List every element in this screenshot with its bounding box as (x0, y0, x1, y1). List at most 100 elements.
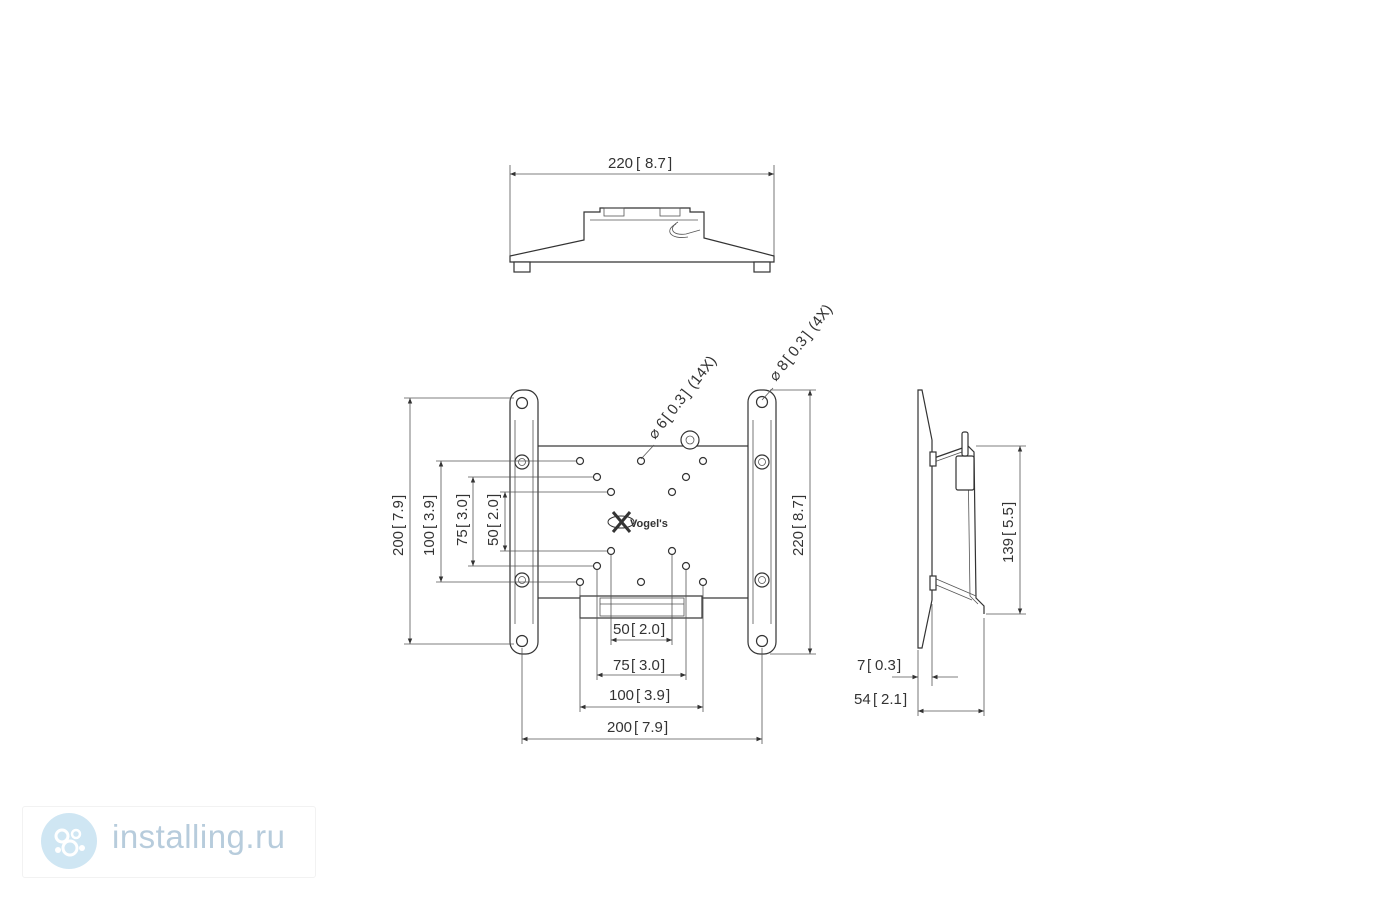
svg-text:[: [ (1000, 531, 1017, 536)
svg-text:]: ] (661, 621, 665, 638)
front-left-bottom-hole (515, 634, 529, 648)
svg-text:]: ] (1000, 502, 1017, 506)
svg-text:]: ] (454, 494, 471, 498)
svg-text:[: [ (634, 719, 639, 736)
front-left-upper-bolt (514, 454, 530, 470)
plate-hole (681, 561, 691, 571)
svg-text:8.7: 8.7 (790, 500, 807, 521)
svg-text:]: ] (661, 657, 665, 674)
plate-hole (667, 546, 677, 556)
svg-text:[: [ (873, 691, 878, 708)
plate-hole (681, 472, 691, 482)
plate-hole (698, 577, 708, 587)
svg-text:139: 139 (1000, 538, 1017, 563)
svg-text:100: 100 (609, 687, 634, 704)
svg-text:54: 54 (854, 691, 871, 708)
hole-small-leader (640, 444, 655, 460)
svg-text:2.0: 2.0 (639, 621, 660, 638)
dim-100-horizontal-label: 100 [ 3.9 ] (609, 687, 670, 704)
top-view: 220 [ 8.7 ] (509, 155, 775, 273)
top-view-left-foot (513, 261, 531, 273)
svg-text:50: 50 (613, 621, 630, 638)
top-width-inch: 8.7 (645, 155, 666, 172)
front-left-strap (509, 389, 539, 655)
dim-200-horizontal-label: 200 [ 7.9 ] (607, 719, 668, 736)
plate-hole (575, 456, 585, 466)
svg-text:[: [ (631, 657, 636, 674)
svg-text:]: ] (421, 495, 438, 499)
top-width-bracket-open: [ (636, 155, 641, 172)
plate-hole (592, 561, 602, 571)
dim-75-vertical-label: 75 [ 3.0 ] (454, 494, 471, 546)
watermark-logo-icon (41, 813, 97, 869)
svg-text:7.9: 7.9 (390, 500, 407, 521)
svg-text:0.3: 0.3 (875, 657, 896, 674)
svg-text:]: ] (790, 495, 807, 499)
svg-text:(4X): (4X) (805, 301, 836, 334)
svg-text:]: ] (485, 494, 502, 498)
svg-text:]: ] (390, 495, 407, 499)
front-right-upper-bolt (754, 454, 770, 470)
plate-hole (636, 456, 646, 466)
side-view-wall-plate (917, 389, 933, 649)
front-plate-holes (575, 456, 708, 587)
svg-text:]: ] (897, 657, 901, 674)
hole-small-callout: ⌀ 6 [ 0.3 ] (14X) (645, 353, 720, 443)
front-left-top-hole (515, 396, 529, 410)
svg-text:[: [ (636, 687, 641, 704)
svg-text:7.9: 7.9 (642, 719, 663, 736)
dim-100-vertical-label: 100 [ 3.9 ] (421, 495, 438, 556)
brand-text: Vogel's (630, 518, 668, 530)
plate-hole (575, 577, 585, 587)
plate-hole (667, 487, 677, 497)
svg-text:200: 200 (390, 531, 407, 556)
svg-text:]: ] (666, 687, 670, 704)
plate-hole (636, 577, 646, 587)
svg-text:3.9: 3.9 (644, 687, 665, 704)
svg-text:]: ] (903, 691, 907, 708)
top-view-right-foot (753, 261, 771, 273)
dim-50-horizontal-label: 50 [ 2.0 ] (613, 621, 665, 638)
front-left-lower-bolt (514, 572, 530, 588)
front-right-lower-bolt (754, 572, 770, 588)
svg-text:75: 75 (454, 529, 471, 546)
dim-220-vertical-label: 220 [ 8.7 ] (790, 495, 807, 556)
svg-text:[: [ (790, 524, 807, 529)
front-view: Vogel's ⌀ 6 [ 0.3 ] (14X) ⌀ 8 [ 0.3 ] (4… (390, 301, 836, 744)
watermark-text: installing.ru (112, 818, 286, 855)
dim-7-label: 7 [ 0.3 ] (857, 657, 901, 674)
svg-text:50: 50 (485, 529, 502, 546)
dim-200-vertical-label: 200 [ 7.9 ] (390, 495, 407, 556)
side-view-knob (955, 455, 975, 491)
svg-text:[: [ (421, 524, 438, 529)
svg-text:2.0: 2.0 (485, 499, 502, 520)
side-view: 139 [ 5.5 ] 7 [ 0.3 ] 54 [ 2.1 ] (854, 389, 1026, 716)
top-view-base-profile (509, 207, 775, 263)
dim-54-label: 54 [ 2.1 ] (854, 691, 907, 708)
dim-139-vertical-label: 139 [ 5.5 ] (1000, 502, 1017, 563)
svg-text:3.0: 3.0 (454, 499, 471, 520)
svg-text:[: [ (454, 523, 471, 528)
svg-text:7: 7 (857, 657, 865, 674)
svg-text:]: ] (664, 719, 668, 736)
plate-hole (592, 472, 602, 482)
dim-50-vertical-label: 50 [ 2.0 ] (485, 494, 502, 546)
front-right-top-hole (755, 395, 769, 409)
front-top-hook (680, 430, 700, 450)
svg-text:[: [ (485, 523, 502, 528)
svg-text:2.1: 2.1 (881, 691, 902, 708)
svg-text:(14X): (14X) (684, 353, 720, 392)
svg-text:3.9: 3.9 (421, 500, 438, 521)
svg-text:3.0: 3.0 (639, 657, 660, 674)
dim-75-horizontal-label: 75 [ 3.0 ] (613, 657, 665, 674)
watermark-frame (22, 806, 316, 878)
svg-text:[: [ (631, 621, 636, 638)
front-right-strap (747, 389, 777, 655)
front-right-bottom-hole (755, 634, 769, 648)
svg-text:220: 220 (790, 531, 807, 556)
top-width-label: 220 (608, 155, 633, 172)
svg-text:[: [ (867, 657, 872, 674)
plate-hole (606, 487, 616, 497)
svg-text:75: 75 (613, 657, 630, 674)
